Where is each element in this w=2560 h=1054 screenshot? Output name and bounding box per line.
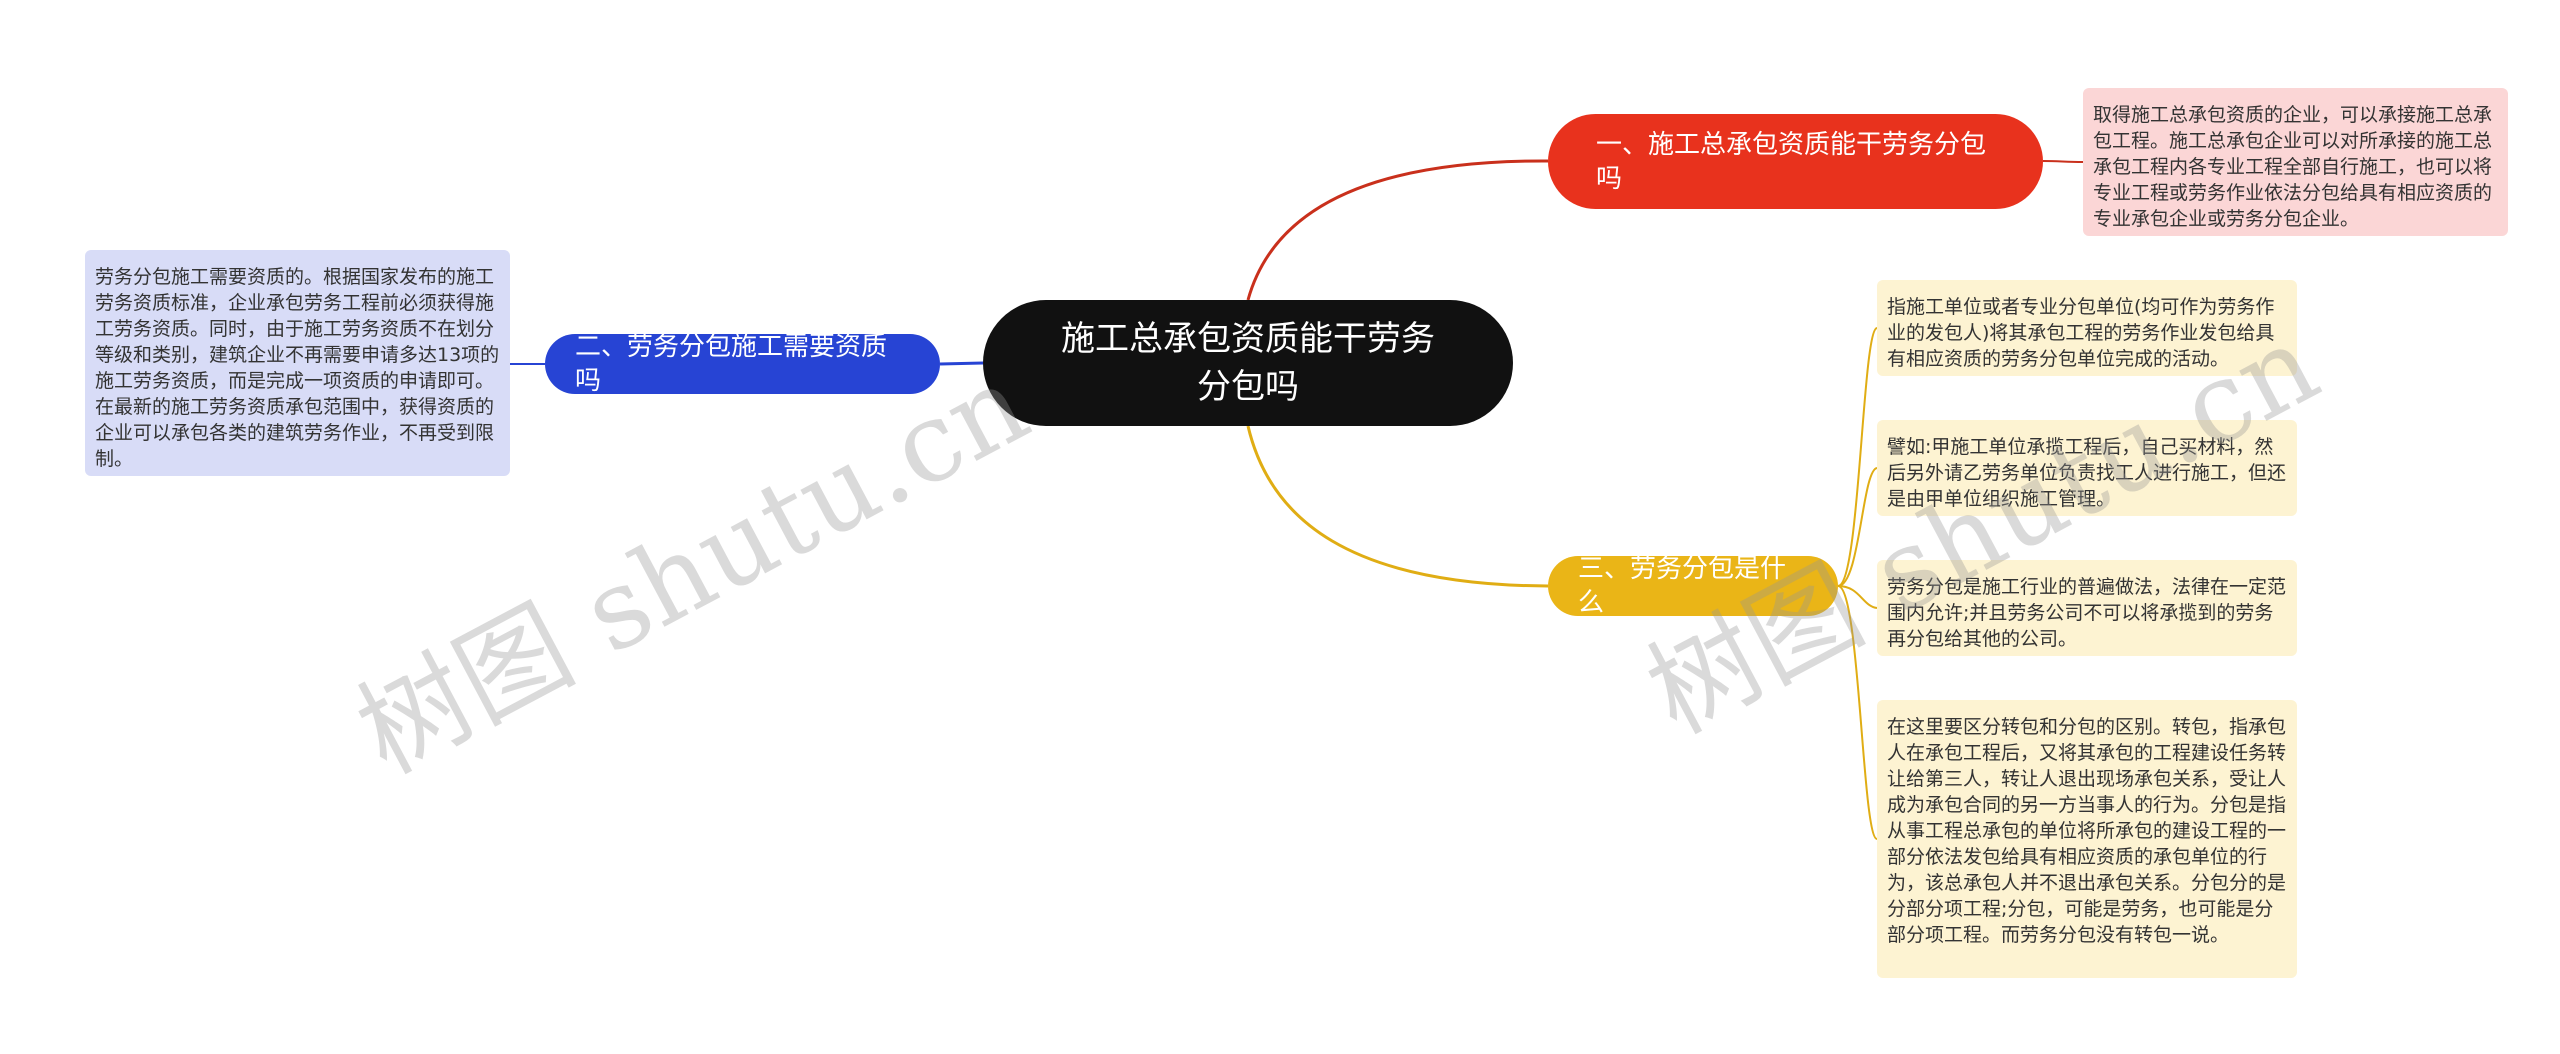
leaf-node-3a[interactable]: 指施工单位或者专业分包单位(均可作为劳务作业的发包人)将其承包工程的劳务作业发包…: [1877, 280, 2297, 376]
connector-branch-1: [1246, 159, 1549, 301]
connector-branch-3: [1246, 425, 1549, 588]
leaf-text-3a: 指施工单位或者专业分包单位(均可作为劳务作业的发包人)将其承包工程的劳务作业发包…: [1887, 296, 2275, 370]
leaf-text-2: 劳务分包施工需要资质的。根据国家发布的施工劳务资质标准，企业承包劳务工程前必须获…: [95, 266, 500, 470]
leaf-node-1[interactable]: 取得施工总承包资质的企业，可以承接施工总承包工程。施工总承包企业可以对所承接的施…: [2083, 88, 2508, 236]
root-node[interactable]: 施工总承包资质能干劳务分包吗: [983, 300, 1513, 426]
leaf-text-3d: 在这里要区分转包和分包的区别。转包，指承包人在承包工程后，又将其承包的工程建设任…: [1887, 716, 2287, 946]
leaf-node-2[interactable]: 劳务分包施工需要资质的。根据国家发布的施工劳务资质标准，企业承包劳务工程前必须获…: [85, 250, 510, 476]
connector-leaf-1: [2042, 160, 2084, 163]
leaf-node-3d[interactable]: 在这里要区分转包和分包的区别。转包，指承包人在承包工程后，又将其承包的工程建设任…: [1877, 700, 2297, 978]
branch-node-3[interactable]: 三、劳务分包是什么: [1548, 554, 1838, 618]
leaf-text-1: 取得施工总承包资质的企业，可以承接施工总承包工程。施工总承包企业可以对所承接的施…: [2093, 104, 2493, 230]
branch-label-1: 一、施工总承包资质能干劳务分包吗: [1596, 129, 1987, 194]
connector-leaf-3b: [1837, 467, 1878, 587]
branch-label-3: 三、劳务分包是什么: [1578, 554, 1787, 618]
branch-node-1[interactable]: 一、施工总承包资质能干劳务分包吗: [1548, 114, 2043, 209]
connector-leaf-3d: [1837, 585, 1878, 840]
connector-leaf-3a: [1837, 327, 1878, 587]
branch-node-2[interactable]: 二、劳务分包施工需要资质吗: [545, 332, 940, 396]
connector-branch-2: [939, 361, 984, 366]
leaf-node-3c[interactable]: 劳务分包是施工行业的普遍做法，法律在一定范围内允许;并且劳务公司不可以将承揽到的…: [1877, 560, 2297, 656]
leaf-node-3b[interactable]: 譬如:甲施工单位承揽工程后，自己买材料，然后另外请乙劳务单位负责找工人进行施工，…: [1877, 420, 2297, 516]
leaf-text-3b: 譬如:甲施工单位承揽工程后，自己买材料，然后另外请乙劳务单位负责找工人进行施工，…: [1887, 436, 2287, 510]
branch-label-2: 二、劳务分包施工需要资质吗: [575, 332, 888, 396]
connector-leaf-3c: [1837, 585, 1878, 609]
leaf-text-3c: 劳务分包是施工行业的普遍做法，法律在一定范围内允许;并且劳务公司不可以将承揽到的…: [1887, 576, 2287, 650]
root-title: 施工总承包资质能干劳务分包吗: [1061, 319, 1435, 407]
